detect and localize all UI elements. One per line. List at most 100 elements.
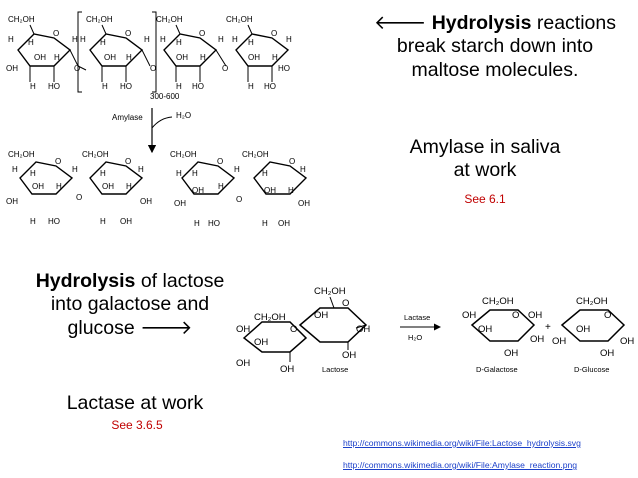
svg-text:H: H [126,182,132,191]
svg-text:O: O [222,64,228,73]
svg-text:O: O [76,193,82,202]
svg-text:OH: OH [298,199,310,208]
svg-text:O: O [125,157,131,166]
amylase-line-1: Amylase in saliva [409,136,561,158]
maltose-molecules: CH₂OH O H H OH H OH H HO H O CH₂OH O H O… [6,150,310,228]
svg-text:HO: HO [48,217,60,226]
svg-text:OH: OH [342,350,356,361]
svg-text:O: O [290,324,297,335]
svg-text:H: H [192,169,198,178]
svg-text:H: H [200,53,206,62]
svg-text:H: H [160,35,166,44]
lactose-molecule: CH₂OH O OH OH OH CH₂OH O OH OH OH OH Lac… [236,286,370,375]
lactose-line-1: Hydrolysis of lactose [35,270,225,292]
svg-text:CH₂OH: CH₂OH [254,312,286,323]
svg-text:OH: OH [34,53,46,62]
svg-text:CH₂OH: CH₂OH [242,150,269,159]
starch-ring-1: CH₂OH O H H OH H OH H HO H [6,15,87,91]
svg-text:OH: OH [462,310,476,321]
starch-ring-3: CH₂OH O H H OH H H HO H O [156,15,228,91]
svg-text:Lactase: Lactase [404,313,430,322]
svg-text:CH₂OH: CH₂OH [82,150,109,159]
svg-text:OH: OH [620,336,634,347]
lactose-line-2: into galactose and [50,293,210,316]
svg-text:OH: OH [120,217,132,226]
right-arrow-icon: 🡒 [140,316,193,339]
amylase-caption: Amylase in saliva at work [380,136,590,183]
lactase-reaction-arrow: Lactase H₂O [400,313,441,342]
svg-text:OH: OH [102,182,114,191]
svg-text:Lactose: Lactose [322,365,348,374]
amylase-line-2: at work [453,159,517,182]
svg-text:CH₂OH: CH₂OH [156,15,183,24]
svg-text:H: H [262,169,268,178]
svg-text:OH: OH [280,364,294,375]
svg-text:CH₂OH: CH₂OH [482,296,514,307]
starch-hydrolysis-caption: 🡐 Hydrolysis reactions break starch down… [360,12,630,82]
maltose-1-ring-b: CH₂OH O H OH H H OH H OH [82,150,152,226]
caption-line-3: maltose molecules. [411,58,579,81]
svg-text:H: H [100,217,106,226]
svg-text:OH: OH [104,53,116,62]
maltose-2-ring-b: CH₂OH O H OH H H OH H OH [242,150,310,228]
svg-text:CH₂OH: CH₂OH [86,15,113,24]
svg-text:H: H [248,38,254,47]
lactase-caption: Lactase at work [66,392,204,414]
svg-text:H: H [72,35,78,44]
svg-text:H: H [80,35,86,44]
svg-text:OH: OH [254,337,268,348]
svg-text:H: H [176,169,182,178]
svg-text:H: H [176,38,182,47]
svg-text:H: H [272,53,278,62]
svg-text:CH₂OH: CH₂OH [576,296,608,307]
svg-text:HO: HO [192,82,204,91]
amylase-reaction-link[interactable]: http://commons.wikimedia.org/wiki/File:A… [343,460,578,470]
svg-text:OH: OH [6,64,18,73]
svg-text:OH: OH [356,324,370,335]
svg-text:OH: OH [278,219,290,228]
svg-text:H: H [138,165,144,174]
svg-text:H: H [218,35,224,44]
starch-ring-2: CH₂OH O H H OH H O H HO H O [74,15,156,91]
svg-text:O: O [55,157,61,166]
svg-text:CH₂OH: CH₂OH [8,150,35,159]
svg-text:H: H [286,35,292,44]
svg-text:O: O [53,29,59,38]
svg-text:O: O [217,157,223,166]
svg-text:OH: OH [528,310,542,321]
svg-text:H₂O: H₂O [408,333,422,342]
caption-line-2: break starch down into [396,35,594,58]
svg-text:CH₂OH: CH₂OH [226,15,253,24]
lactose-hydrolysis-link[interactable]: http://commons.wikimedia.org/wiki/File:L… [343,438,581,448]
svg-text:HO: HO [120,82,132,91]
svg-text:Amylase: Amylase [112,113,143,122]
svg-text:OH: OH [552,336,566,347]
svg-text:H: H [248,82,254,91]
svg-text:300-600: 300-600 [150,92,180,101]
galactose-molecule: CH₂OH O OH OH OH OH OH D-Galactose [462,296,544,374]
svg-text:O: O [236,195,242,204]
svg-text:OH: OH [576,324,590,335]
glucose-molecule: CH₂OH O OH OH OH OH D-Glucose [552,296,634,374]
svg-text:H: H [72,165,78,174]
lactose-hydrolysis-caption: Hydrolysis of lactose into galactose and… [20,270,240,340]
svg-text:O: O [512,310,519,321]
svg-text:O: O [271,29,277,38]
svg-text:OH: OH [504,348,518,359]
caption-line-1: 🡐 Hydrolysis reactions [374,12,616,34]
svg-text:D-Galactose: D-Galactose [476,365,518,374]
svg-text:OH: OH [600,348,614,359]
svg-text:O: O [342,298,349,309]
svg-text:CH₂OH: CH₂OH [314,286,346,297]
svg-text:H: H [8,35,14,44]
left-arrow-icon: 🡐 [374,12,427,34]
svg-text:H: H [288,186,294,195]
svg-text:HO: HO [278,64,290,73]
svg-text:H: H [56,182,62,191]
svg-text:H: H [144,35,150,44]
svg-text:O: O [150,64,156,73]
plus-sign: + [545,322,551,333]
lactose-ring-galactose: CH₂OH O OH OH OH [298,286,370,361]
